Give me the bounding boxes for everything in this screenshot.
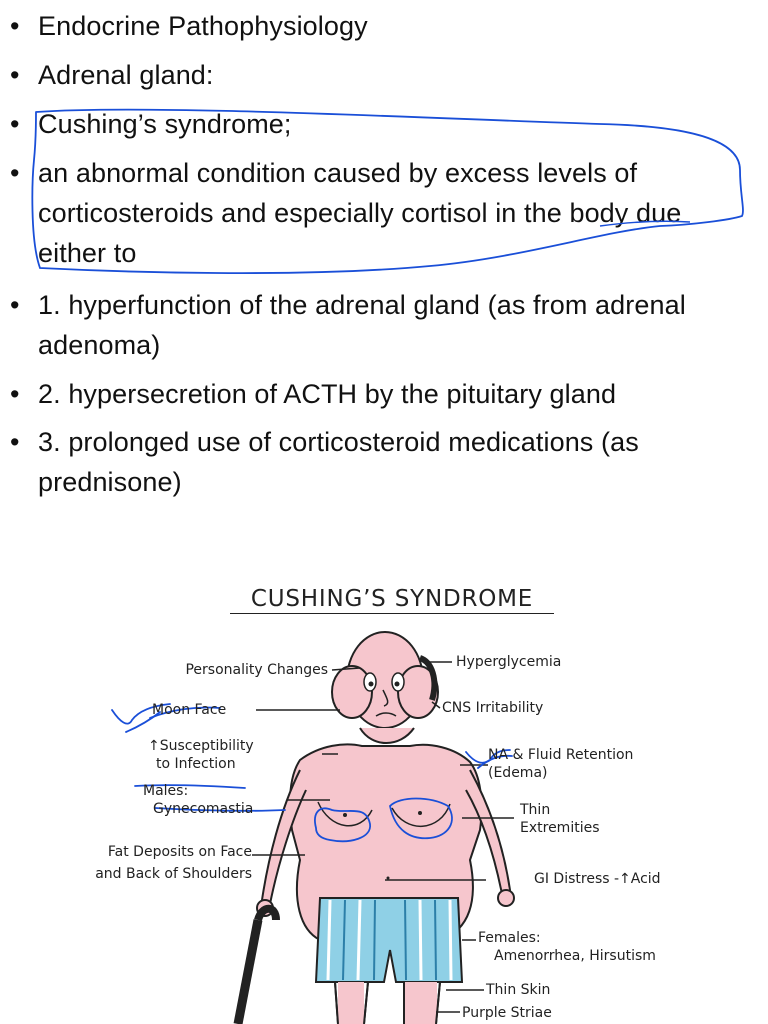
bullet-dot: • bbox=[10, 290, 20, 320]
label-susceptibility-line2: to Infection bbox=[156, 756, 236, 772]
label-males-line2: Gynecomastia bbox=[153, 801, 254, 817]
label-males-line1: Males: bbox=[143, 783, 189, 799]
figure-shorts bbox=[314, 897, 464, 983]
label-fat-deposits-line1: Fat Deposits on Face bbox=[107, 844, 252, 860]
cushing-figure bbox=[111, 631, 515, 1024]
label-females: Females: Amenorrhea, Hirsutism bbox=[478, 929, 656, 965]
label-cns-irritability: CNS Irritability bbox=[442, 700, 544, 716]
bullet-text: 2. hypersecretion of ACTH by the pituita… bbox=[38, 379, 617, 409]
bullet-dot: • bbox=[10, 109, 20, 139]
label-gi-distress: GI Distress -↑Acid bbox=[534, 871, 661, 887]
figure-legs bbox=[334, 981, 441, 1024]
label-fat-deposits-line2: and Back of Shoulders bbox=[95, 866, 252, 882]
bullet-text: 3. prolonged use of corticosteroid medic… bbox=[38, 427, 639, 497]
bullet-text: an abnormal condition caused by excess l… bbox=[38, 158, 682, 268]
bullet-dot: • bbox=[10, 60, 20, 90]
label-females-line2: Amenorrhea, Hirsutism bbox=[494, 948, 656, 964]
label-susceptibility-line1: ↑Susceptibility bbox=[148, 738, 254, 754]
figure-head bbox=[331, 631, 439, 744]
bullet-text: Cushing’s syndrome; bbox=[38, 109, 292, 139]
label-females-line1: Females: bbox=[478, 930, 541, 946]
label-thin-line2: Extremities bbox=[520, 820, 600, 836]
bullet-text: 1. hyperfunction of the adrenal gland (a… bbox=[38, 290, 686, 360]
label-males: Males: Gynecomastia bbox=[143, 782, 253, 818]
label-thin-skin: Thin Skin bbox=[486, 982, 551, 998]
figure-body bbox=[233, 743, 515, 1024]
label-na-line2: (Edema) bbox=[488, 765, 548, 781]
illustration-title: CUSHING’S SYNDROME bbox=[230, 585, 554, 614]
label-personality-changes: Personality Changes bbox=[185, 662, 328, 678]
label-na-fluid-retention: NA & Fluid Retention (Edema) bbox=[488, 746, 633, 782]
leader-lines bbox=[252, 661, 514, 1013]
figure-annotations bbox=[111, 703, 513, 843]
label-na-line1: NA & Fluid Retention bbox=[488, 747, 634, 763]
bullet-text: Endocrine Pathophysiology bbox=[38, 11, 368, 41]
bullet-dot: • bbox=[10, 427, 20, 457]
bullet-dot: • bbox=[10, 11, 20, 41]
label-thin-line1: Thin bbox=[520, 802, 551, 818]
label-purple-striae: Purple Striae bbox=[462, 1005, 552, 1021]
bullet-text: Adrenal gland: bbox=[38, 60, 214, 90]
label-hyperglycemia: Hyperglycemia bbox=[456, 654, 562, 670]
bullet-dot: • bbox=[10, 379, 20, 409]
label-susceptibility: ↑Susceptibility to Infection bbox=[148, 737, 254, 773]
label-fat-deposits: Fat Deposits on Face and Back of Shoulde… bbox=[44, 843, 252, 883]
handwritten-annotation bbox=[31, 108, 744, 274]
label-moon-face: Moon Face bbox=[152, 702, 227, 718]
bullet-dot: • bbox=[10, 158, 20, 188]
label-thin-extremities: Thin Extremities bbox=[520, 801, 600, 837]
